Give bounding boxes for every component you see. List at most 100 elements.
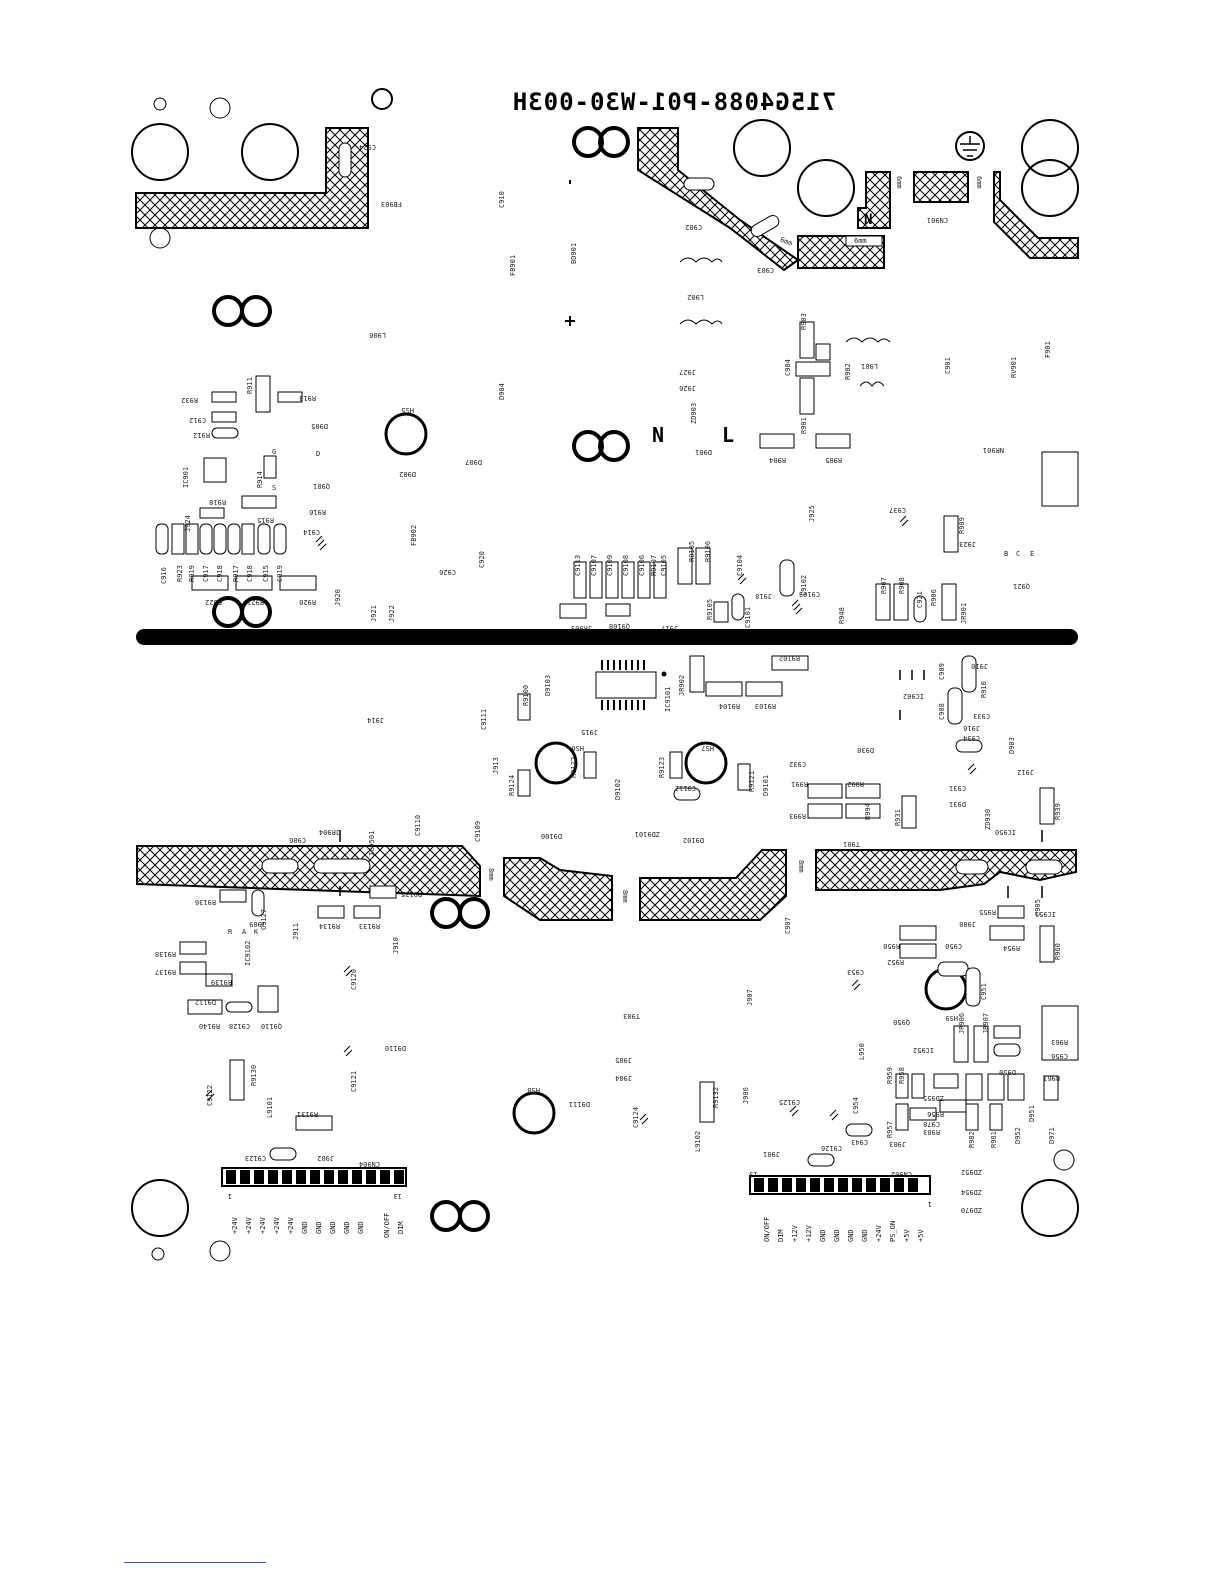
clearance-marks-bottom: 8mm 8mm 8mm [487, 860, 805, 903]
l-mark-top: L [722, 423, 734, 447]
svg-text:C9105: C9105 [660, 555, 668, 576]
svg-text:R932: R932 [181, 396, 198, 404]
cn904-pin-labels: +24V +24V +24V +24V +24V GND GND GND GND… [231, 1213, 405, 1238]
svg-text:+24V: +24V [259, 1216, 267, 1234]
svg-text:J926: J926 [679, 384, 696, 392]
svg-text:R919: R919 [188, 565, 196, 582]
svg-text:JR901: JR901 [960, 603, 968, 624]
svg-text:HS5: HS5 [401, 406, 414, 414]
svg-text:D951: D951 [1028, 1105, 1036, 1122]
ic9101-outline [595, 660, 667, 710]
svg-text:R9134: R9134 [319, 922, 340, 930]
svg-text:+24V: +24V [287, 1216, 295, 1234]
svg-text:ON/OFF: ON/OFF [383, 1213, 391, 1238]
svg-text:R911: R911 [246, 377, 254, 394]
svg-text:C907: C907 [784, 917, 792, 934]
svg-text:D: D [316, 450, 320, 458]
svg-text:R960: R960 [1054, 943, 1062, 960]
svg-text:R993: R993 [789, 812, 806, 820]
svg-text:R907: R907 [880, 577, 888, 594]
svg-text:R9131: R9131 [297, 1110, 318, 1118]
connector-cn904 [221, 1167, 407, 1187]
svg-text:J923: J923 [959, 540, 976, 548]
svg-text:C9112: C9112 [675, 784, 696, 792]
svg-text:J922: J922 [388, 605, 396, 622]
svg-text:R916: R916 [309, 508, 326, 516]
svg-text:R983: R983 [923, 1128, 940, 1136]
svg-text:C9127: C9127 [260, 909, 268, 930]
mounting-holes-top [131, 88, 1079, 249]
svg-text:R908: R908 [898, 577, 906, 594]
svg-text:IC902: IC902 [903, 692, 924, 700]
svg-text:C9104: C9104 [736, 555, 744, 576]
svg-text:+12V: +12V [791, 1224, 799, 1242]
svg-text:J910: J910 [971, 662, 988, 670]
svg-text:C904: C904 [784, 359, 792, 376]
svg-text:+5V: +5V [903, 1229, 911, 1242]
svg-text:L9102: L9102 [694, 1131, 702, 1152]
svg-text:R9137: R9137 [155, 968, 176, 976]
svg-text:ON/OFF: ON/OFF [763, 1217, 771, 1242]
svg-text:J911: J911 [292, 923, 300, 940]
svg-text:13: 13 [394, 1192, 402, 1200]
bottom-copper-zones [136, 845, 1077, 921]
svg-text:C921: C921 [916, 591, 924, 608]
svg-text:J908: J908 [959, 920, 976, 928]
svg-text:C926: C926 [439, 568, 456, 576]
svg-text:DIM: DIM [777, 1229, 785, 1242]
svg-text:B: B [1004, 550, 1008, 558]
svg-text:D930: D930 [857, 746, 874, 754]
svg-text:C918: C918 [246, 565, 254, 582]
svg-text:GND: GND [847, 1229, 855, 1242]
svg-text:J917: J917 [661, 624, 678, 632]
svg-text:NR901: NR901 [983, 446, 1004, 454]
svg-text:J925: J925 [808, 505, 816, 522]
svg-text:R9135: R9135 [401, 890, 422, 898]
svg-text:GND: GND [833, 1229, 841, 1242]
svg-text:F901: F901 [1044, 341, 1052, 358]
svg-text:JR903: JR903 [571, 624, 592, 632]
svg-text:C9125: C9125 [779, 1098, 800, 1106]
svg-text:CN901: CN901 [927, 216, 948, 224]
svg-text:J915: J915 [581, 728, 598, 736]
svg-text:C918: C918 [216, 565, 224, 582]
svg-text:R9136: R9136 [195, 898, 216, 906]
svg-text:R906: R906 [930, 589, 938, 606]
svg-text:+24V: +24V [231, 1216, 239, 1234]
top-silk-labels: C924 FB903 C910 FB901 BD901 C902 C903 L9… [160, 143, 1052, 632]
svg-text:C9109: C9109 [606, 555, 614, 576]
svg-text:C931: C931 [949, 784, 966, 792]
svg-text:D9102: D9102 [683, 836, 704, 844]
svg-text:D9100: D9100 [541, 832, 562, 840]
svg-text:Q9110: Q9110 [261, 1022, 282, 1030]
svg-text:J903: J903 [889, 1140, 906, 1148]
svg-text:C914: C914 [303, 528, 320, 536]
svg-text:GND: GND [315, 1221, 323, 1234]
svg-text:D9111: D9111 [569, 1100, 590, 1108]
svg-text:J902: J902 [317, 1154, 334, 1162]
svg-text:J904: J904 [615, 1074, 632, 1082]
svg-text:FB901: FB901 [509, 255, 517, 276]
svg-text:C9103: C9103 [799, 590, 820, 598]
svg-text:ZD9101: ZD9101 [635, 830, 660, 838]
svg-text:R912: R912 [193, 431, 210, 439]
svg-text:C908: C908 [938, 703, 946, 720]
svg-text:C906: C906 [289, 836, 306, 844]
svg-text:GND: GND [861, 1229, 869, 1242]
svg-text:C9102: C9102 [800, 575, 808, 596]
svg-text:R9133: R9133 [359, 922, 380, 930]
bottom-link-underline [124, 1562, 266, 1563]
svg-text:K: K [254, 928, 259, 936]
top-components [155, 180, 1079, 1061]
svg-text:R921: R921 [247, 598, 264, 606]
svg-text:D971: D971 [1048, 1127, 1056, 1144]
svg-text:J901: J901 [763, 1150, 780, 1158]
svg-text:ZD930: ZD930 [984, 809, 992, 830]
svg-text:C9126: C9126 [821, 1144, 842, 1152]
bottom-components [179, 655, 1059, 1167]
bottom-silk-labels: D9103 R9100 JR902 IC9101 R9102 R9104 R91… [155, 654, 1068, 1214]
svg-text:C903: C903 [757, 266, 774, 274]
svg-text:FB902: FB902 [410, 525, 418, 546]
svg-text:D903: D903 [1008, 737, 1016, 754]
svg-text:D907: D907 [465, 458, 482, 466]
